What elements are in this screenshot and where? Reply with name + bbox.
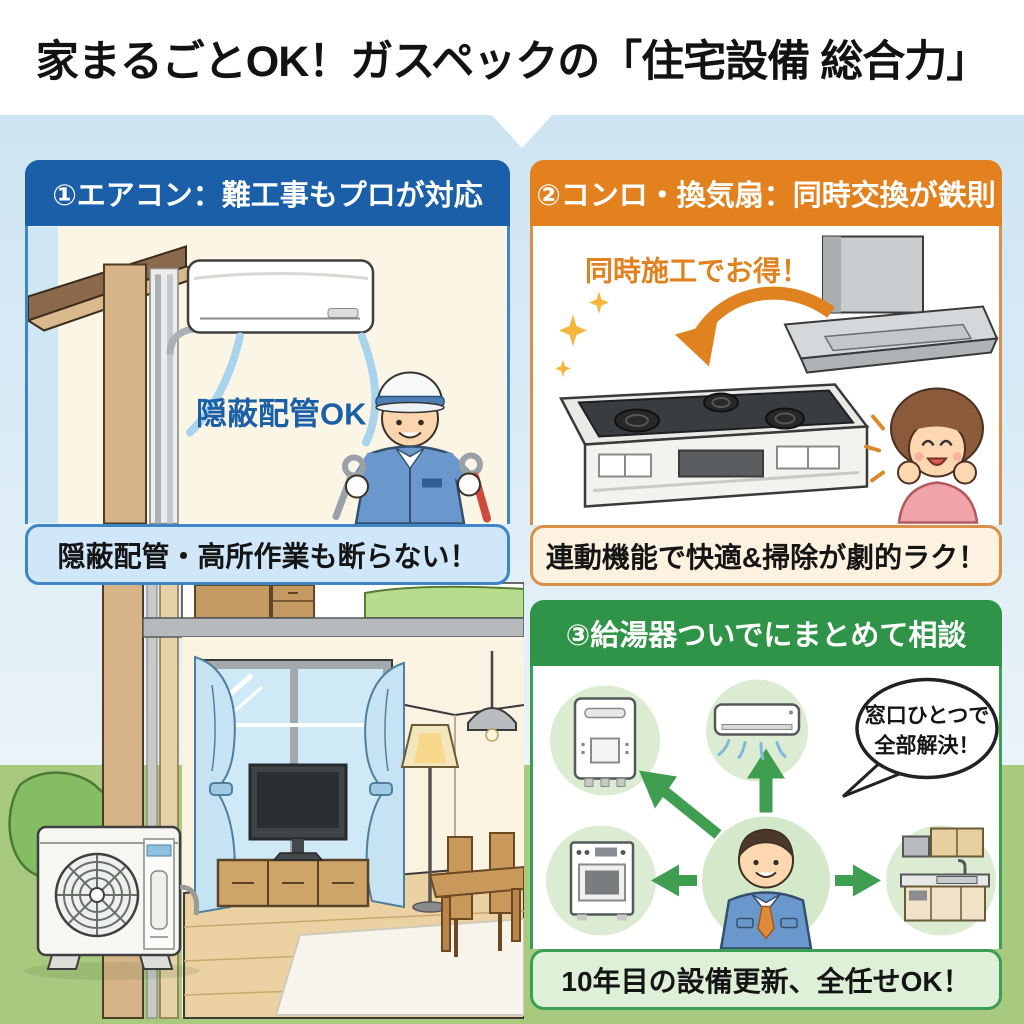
panel-boiler-caption: 10年目の設備更新、全任せOK！	[530, 949, 1002, 1010]
panel-stove-body: 同時施工でお得！	[530, 226, 1002, 525]
aircon-scene: 隠蔽配管OK	[28, 226, 507, 524]
refrigerant-pipe	[179, 884, 200, 916]
panel-aircon-caption: 隠蔽配管・高所作業も断らない！	[25, 524, 510, 585]
panel-boiler-body: 窓口ひとつで 全部解決！	[530, 666, 1002, 949]
joy-emphasis-lines	[864, 414, 885, 483]
panel-stove-caption: 連動機能で快適&掃除が劇的ラク！	[530, 525, 1002, 586]
kitchen-icon	[900, 827, 990, 922]
hidden-piping	[103, 263, 199, 524]
panel-aircon-title: ①エアコン：難工事もプロが対応	[25, 160, 510, 226]
panel-boiler-title: ③給湯器ついでにまとめて相談	[530, 600, 1002, 666]
tv-stand	[216, 858, 370, 908]
bubble-line-2: 全部解決！	[874, 734, 980, 758]
wrench-right	[457, 452, 491, 523]
bubble-line-1: 窓口ひとつで	[865, 704, 990, 728]
gas-stove	[558, 383, 870, 508]
panel-aircon: ①エアコン：難工事もプロが対応	[25, 160, 510, 585]
panel-stove: ②コンロ・換気扇：同時交換が鉄則 同時施工でお得！	[530, 160, 1002, 586]
wrench-left	[332, 454, 369, 520]
dining-set	[428, 832, 524, 957]
ac-icon	[713, 703, 801, 760]
hub-scene: 窓口ひとつで 全部解決！	[533, 666, 999, 949]
technician	[332, 371, 491, 524]
happy-woman	[864, 387, 984, 524]
uniform-logo-patch	[422, 478, 442, 488]
panel-stove-title: ②コンロ・換気扇：同時交換が鉄則	[530, 160, 1002, 226]
header-band: 家まるごとOK！ガスペックの「住宅設備 総合力」	[0, 0, 1024, 115]
stove-scene: 同時施工でお得！	[533, 228, 999, 524]
panel-boiler: ③給湯器ついでにまとめて相談	[530, 600, 1002, 1010]
rug	[274, 917, 524, 1016]
indoor-ac-unit	[186, 259, 375, 334]
brand-sticker	[146, 844, 172, 857]
header-notch	[492, 115, 552, 148]
hidden-piping-label: 隠蔽配管OK	[196, 397, 367, 432]
house-illustration	[8, 582, 524, 1019]
water-heater-icon	[573, 697, 637, 787]
upstairs-room	[181, 582, 524, 620]
cabinet	[194, 584, 271, 619]
curtains	[194, 655, 405, 915]
speech-bubble: 窓口ひとつで 全部解決！	[841, 677, 999, 798]
pendant-light	[467, 651, 517, 742]
swap-arrow	[675, 286, 835, 367]
panel-aircon-body: 隠蔽配管OK	[25, 226, 510, 524]
airflow	[186, 332, 380, 447]
living-room	[182, 637, 524, 1019]
tv	[248, 763, 348, 861]
page-title: 家まるごとOK！ガスペックの「住宅設備 総合力」	[35, 37, 989, 86]
range-hood	[783, 235, 999, 374]
hub-arrows	[639, 748, 881, 897]
bed	[364, 585, 524, 619]
staff-avatar	[719, 828, 813, 949]
same-time-label: 同時施工でお得！	[585, 256, 809, 287]
outdoor-ac-unit	[24, 825, 200, 980]
oven-icon	[569, 841, 635, 921]
floor-slab	[142, 617, 524, 638]
